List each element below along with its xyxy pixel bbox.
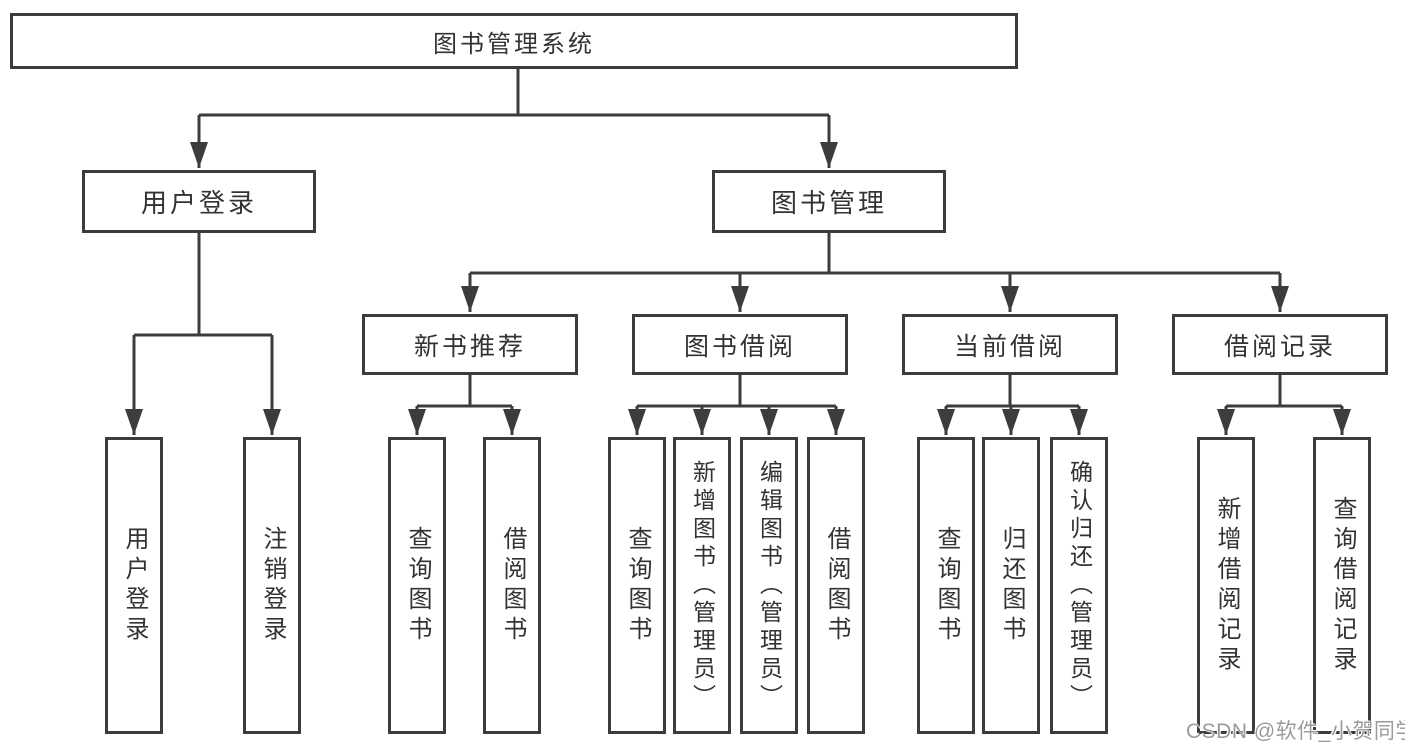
leaf-search-books-recommend: 查询图书 (388, 437, 446, 734)
leaf-add-book-admin: 新增图书（管理员） (673, 437, 731, 734)
node-label: 图书管理 (770, 188, 887, 218)
node-book-management: 图书管理 (712, 170, 946, 233)
node-label: 图书借阅 (683, 332, 796, 361)
leaf-add-borrow-record: 新增借阅记录 (1197, 437, 1255, 734)
node-label: 借阅记录 (1223, 332, 1336, 361)
leaf-label: 新增借阅记录 (1213, 495, 1240, 676)
node-new-book-recommendation: 新书推荐 (362, 314, 578, 375)
csdn-watermark: CSDN @软件_小贺同学 (1186, 720, 1405, 743)
edges-root-to-level2 (190, 69, 838, 168)
leaf-borrow-books: 借阅图书 (807, 437, 865, 734)
leaf-label: 查询借阅记录 (1329, 495, 1356, 676)
node-label: 新书推荐 (413, 332, 526, 361)
node-label: 当前借阅 (953, 332, 1066, 361)
edges-book-management-to-level3 (461, 233, 1289, 312)
leaf-confirm-return-admin: 确认归还（管理员） (1050, 437, 1108, 734)
node-label: 图书管理系统 (433, 30, 595, 58)
leaf-edit-book-admin: 编辑图书（管理员） (740, 437, 798, 734)
node-borrowing-records: 借阅记录 (1172, 314, 1388, 375)
edges-new-book-recommendation-to-leaves (408, 375, 521, 435)
leaf-label: 用户登录 (121, 525, 148, 646)
leaf-label: 注销登录 (259, 525, 286, 646)
leaf-borrow-books-recommend: 借阅图书 (483, 437, 541, 734)
leaf-label: 查询图书 (624, 525, 651, 646)
leaf-return-book: 归还图书 (982, 437, 1040, 734)
node-label: 用户登录 (140, 188, 257, 218)
edges-current-borrowing-to-leaves (937, 375, 1088, 435)
leaf-label: 确认归还（管理员） (1066, 459, 1093, 712)
leaf-label: 查询图书 (404, 525, 431, 646)
node-book-borrowing: 图书借阅 (632, 314, 848, 375)
edges-borrowing-records-to-leaves (1217, 375, 1351, 435)
leaf-label: 借阅图书 (823, 525, 850, 646)
leaf-search-borrow-record: 查询借阅记录 (1313, 437, 1371, 734)
leaf-user-login: 用户登录 (105, 437, 163, 734)
leaf-label: 新增图书（管理员） (689, 459, 716, 712)
leaf-label: 编辑图书（管理员） (756, 459, 783, 712)
leaf-search-books-borrowing: 查询图书 (608, 437, 666, 734)
leaf-search-books-current: 查询图书 (917, 437, 975, 734)
leaf-label: 借阅图书 (499, 525, 526, 646)
edges-user-login-to-leaves (125, 233, 281, 435)
leaf-logout: 注销登录 (243, 437, 301, 734)
leaf-label: 归还图书 (998, 525, 1025, 646)
node-library-management-system: 图书管理系统 (10, 13, 1018, 69)
edges-book-borrowing-to-leaves (628, 375, 845, 435)
leaf-label: 查询图书 (933, 525, 960, 646)
node-current-borrowing: 当前借阅 (902, 314, 1118, 375)
node-user-login: 用户登录 (82, 170, 316, 233)
